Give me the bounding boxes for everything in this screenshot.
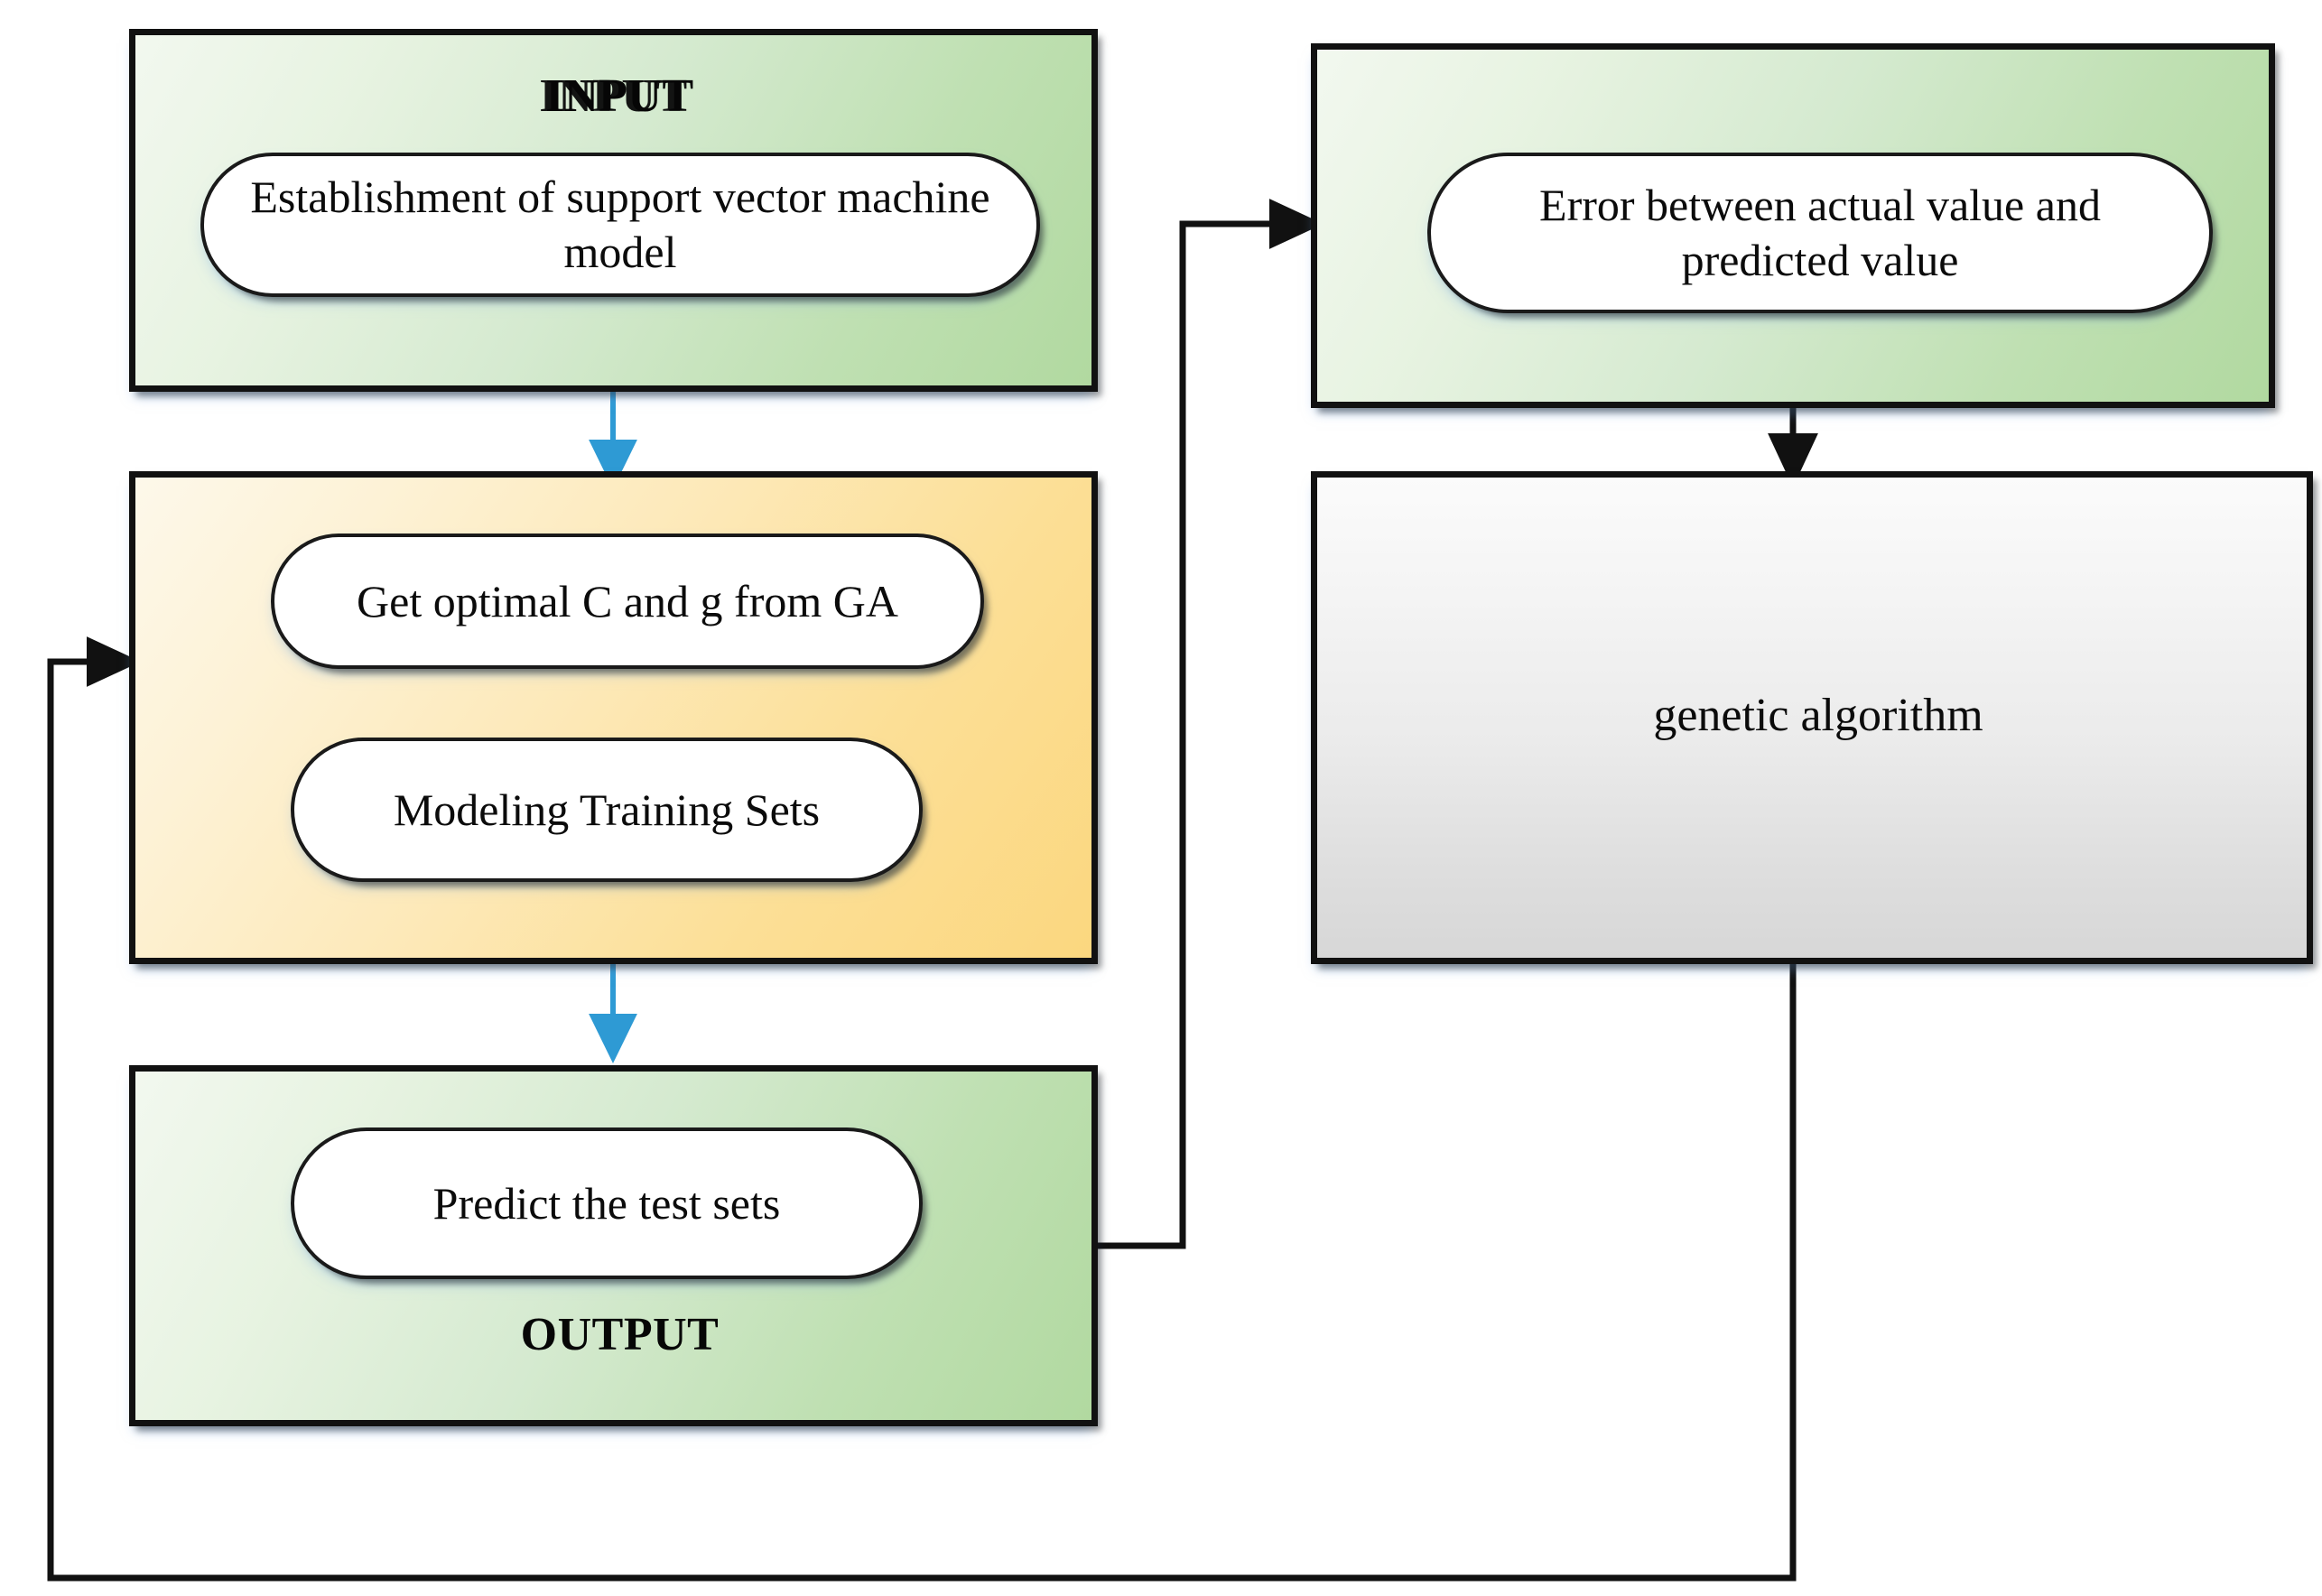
genetic-algorithm-stage-box: genetic algorithm — [1311, 471, 2313, 964]
modeling-training-sets-pill[interactable]: Modeling Training Sets — [291, 738, 923, 882]
genetic-algorithm-label: genetic algorithm — [1653, 690, 1983, 741]
error-stage-box: Error between actual value and predicted… — [1311, 43, 2275, 408]
ga-params-stage-box: Get optimal C and g from GA Modeling Tra… — [129, 471, 1098, 964]
error-actual-predicted-pill[interactable]: Error between actual value and predicted… — [1427, 153, 2213, 313]
input-caption: INPUT — [545, 70, 694, 122]
establishment-svm-pill[interactable]: Establishment of support vector machine … — [200, 153, 1040, 297]
input-stage-box: INPUT Establishment of support vector ma… — [129, 29, 1098, 392]
output-stage-box: Predict the test sets OUTPUT — [129, 1065, 1098, 1426]
output-caption: OUTPUT — [520, 1309, 720, 1360]
edge-output-to-error — [1098, 199, 1324, 1249]
predict-test-sets-pill[interactable]: Predict the test sets — [291, 1127, 923, 1279]
genetic-algorithm-stage-fill — [1317, 478, 2307, 958]
optimal-c-g-pill[interactable]: Get optimal C and g from GA — [271, 534, 984, 669]
